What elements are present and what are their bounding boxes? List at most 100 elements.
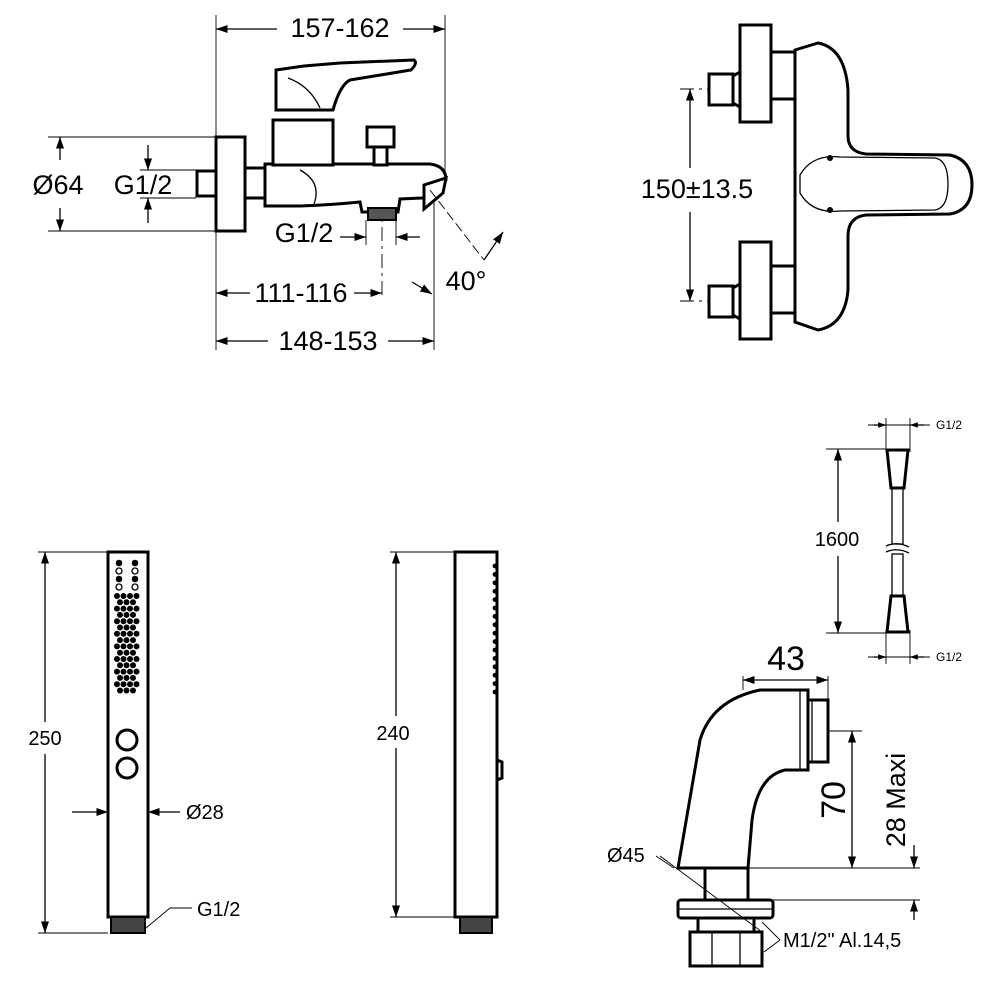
nozzle-dot — [114, 605, 120, 612]
hand-shower-front: 250 Ø28 G1/2 — [28, 550, 240, 934]
nozzle-dot — [127, 618, 133, 625]
side-nozzle-dot — [492, 622, 498, 628]
hose-bottom-thread-label: G1/2 — [936, 650, 962, 664]
mixer-front-view: 157-162 Ø64 G1/2 G1/2 40° 111-116 148-15… — [32, 13, 504, 356]
nozzle-dot — [120, 593, 127, 599]
side-nozzle-row — [492, 563, 498, 695]
nozzle-dot — [123, 662, 130, 669]
inlet-centres-label: 150±13.5 — [641, 174, 753, 204]
depth-overall-label: 148-153 — [278, 326, 377, 356]
nozzle-dot — [133, 643, 140, 650]
nozzle-dot — [120, 681, 127, 688]
shower-diameter-label: Ø28 — [186, 802, 224, 824]
overall-width-label: 157-162 — [290, 13, 389, 43]
side-nozzle-dot — [492, 681, 498, 686]
nozzle-dot — [114, 656, 120, 662]
shower-thread-label: G1/2 — [197, 899, 240, 921]
outlet-thread-label: G1/2 — [275, 218, 334, 248]
nozzle-dot — [114, 593, 120, 599]
nozzle-dot — [120, 643, 127, 650]
nozzle-grid — [114, 593, 140, 694]
side-nozzle-dot — [492, 639, 498, 644]
nozzle-dot — [133, 656, 140, 662]
nozzle-dot — [117, 662, 123, 669]
hose-top-thread-label: G1/2 — [936, 418, 962, 432]
shower-height-label: 250 — [28, 728, 61, 750]
nozzle-dot — [114, 668, 120, 675]
nozzle-dot — [127, 605, 133, 612]
side-nozzle-dot — [492, 672, 498, 678]
nozzle-dot — [130, 662, 136, 669]
nozzle-dot — [117, 637, 123, 644]
nozzle-dot — [130, 637, 136, 644]
spout-angle-label: 40° — [446, 266, 487, 296]
side-nozzle-dot — [492, 588, 498, 594]
flange-diameter-label: Ø64 — [32, 170, 83, 200]
nozzle-dot — [127, 593, 133, 599]
nozzle-dot — [130, 611, 136, 618]
nozzle-dot — [123, 649, 130, 656]
nozzle-dot — [130, 599, 136, 606]
nozzle-dot — [120, 668, 127, 675]
nozzle-dot — [117, 611, 123, 618]
mixer-top-view: 150±13.5 — [641, 23, 974, 341]
side-nozzle-dot — [492, 664, 498, 670]
eccentric-width-label: 43 — [767, 640, 805, 678]
nozzle-dot — [114, 618, 120, 625]
hose-length-label: 1600 — [815, 529, 860, 551]
side-nozzle-dot — [492, 597, 498, 602]
eccentric-thread-label: M1/2" Al.14,5 — [783, 930, 901, 952]
eccentric-height-label: 70 — [815, 781, 853, 819]
side-nozzle-dot — [492, 614, 498, 619]
nozzle-dot — [133, 618, 140, 625]
nozzle-dot — [133, 605, 140, 612]
side-nozzle-dot — [492, 630, 498, 636]
nozzle-dot — [120, 656, 127, 662]
nozzle-dot — [130, 687, 136, 694]
nozzle-dot — [123, 637, 130, 644]
nozzle-dot — [114, 643, 120, 650]
nozzle-dot — [117, 674, 123, 681]
nozzle-dot — [120, 618, 127, 625]
nozzle-dot — [117, 649, 123, 656]
nozzle-dot — [130, 624, 136, 631]
nozzle-dot — [133, 668, 140, 675]
nozzle-dot — [133, 681, 140, 688]
nozzle-dot — [117, 599, 123, 606]
side-nozzle-dot — [492, 580, 498, 586]
nozzle-dot — [114, 630, 120, 637]
nozzle-dot — [130, 674, 136, 681]
nozzle-dot — [130, 649, 136, 656]
eccentric-connector: 43 70 28 Maxi Ø45 M1/2" Al.14,5 — [607, 640, 920, 968]
side-nozzle-dot — [492, 605, 498, 611]
side-nozzle-dot — [492, 689, 498, 695]
inlet-thread-label: G1/2 — [114, 170, 173, 200]
hand-shower-side: 240 — [376, 550, 504, 934]
nozzle-dot — [127, 630, 133, 637]
nozzle-dot — [123, 624, 130, 631]
nozzle-dot — [127, 656, 133, 662]
side-nozzle-dot — [492, 563, 498, 569]
nozzle-dot — [117, 624, 123, 631]
nozzle-dot — [117, 687, 123, 694]
nozzle-dot — [123, 599, 130, 606]
nozzle-dot — [123, 674, 130, 681]
side-nozzle-dot — [492, 572, 498, 577]
eccentric-projection-label: 28 Maxi — [881, 753, 911, 848]
side-height-label: 240 — [376, 723, 409, 745]
nozzle-dot — [114, 681, 120, 688]
nozzle-dot — [123, 687, 130, 694]
side-nozzle-dot — [492, 647, 498, 653]
side-nozzle-dot — [492, 656, 498, 661]
nozzle-dot — [127, 681, 133, 688]
nozzle-dot — [133, 630, 140, 637]
nozzle-dot — [120, 605, 127, 612]
hose-drawing: G1/2 G1/2 1600 — [815, 418, 962, 664]
nozzle-dot — [133, 593, 140, 599]
nozzle-dot — [127, 643, 133, 650]
nozzle-dot — [120, 630, 127, 637]
nozzle-dot — [127, 668, 133, 675]
nozzle-dot — [123, 611, 130, 618]
eccentric-diameter-label: Ø45 — [607, 845, 645, 867]
